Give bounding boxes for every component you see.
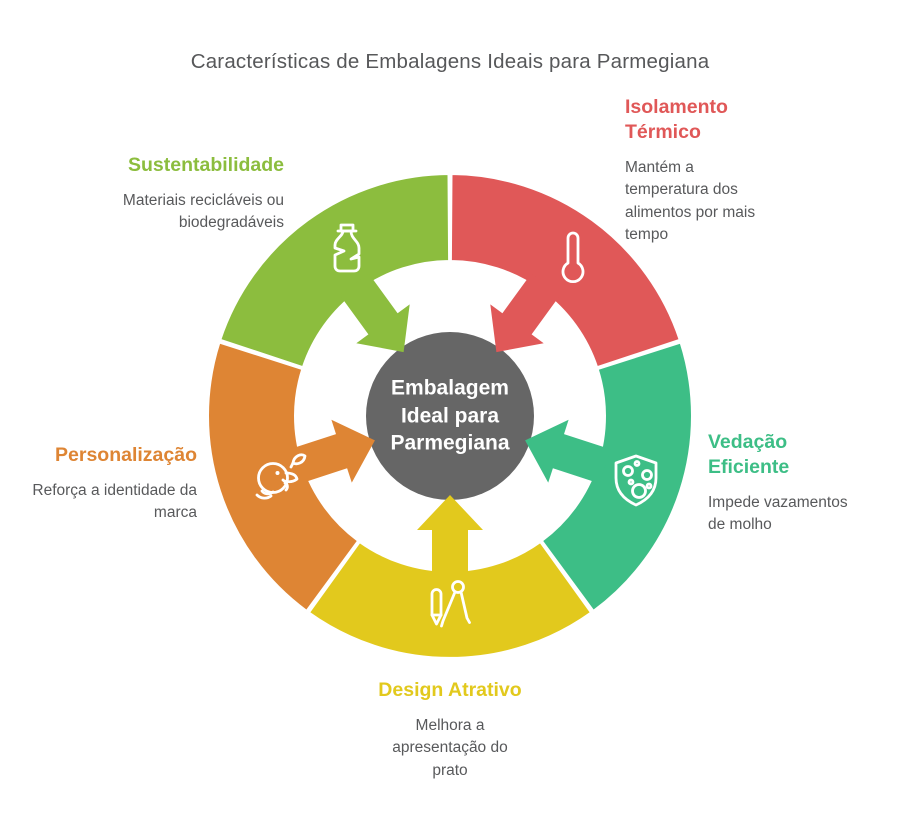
- arrow-design-atrativo: [417, 495, 483, 579]
- drafting-compass-icon: [430, 580, 471, 628]
- arrow-personalizacao: [289, 419, 375, 484]
- segment-design-atrativo: [307, 540, 593, 659]
- segment-title: Isolamento Térmico: [625, 96, 728, 143]
- center-circle: [366, 332, 534, 500]
- segment-title: Sustentabilidade: [127, 154, 284, 176]
- label-block-design-atrativo: Design Atrativo Melhora a apresentação d…: [375, 678, 525, 782]
- diagram-title: Características de Embalagens Ideais par…: [190, 50, 710, 73]
- shield-seal-icon: [614, 454, 658, 507]
- segment-personalizacao: [207, 341, 360, 613]
- recycled-bottle-icon: [333, 223, 361, 273]
- label-block-personalizacao: Personalização Reforça a identidade da m…: [32, 443, 197, 525]
- arrows-layer: [289, 273, 611, 579]
- segment-title: Personalização: [55, 444, 197, 466]
- arrow-sustentabilidade: [339, 273, 410, 353]
- thermometer-icon: [561, 231, 585, 284]
- segments-layer: [207, 172, 693, 659]
- arrow-isolamento-termico: [490, 273, 561, 353]
- segment-description: Reforça a identidade da marca: [32, 481, 197, 522]
- label-block-isolamento-termico: Isolamento Térmico Mantém a temperatura …: [625, 95, 775, 247]
- segment-title: Design Atrativo: [378, 679, 522, 701]
- segment-description: Materiais recicláveis ou biodegradáveis: [122, 191, 284, 232]
- bird-mascot-icon: [255, 453, 307, 500]
- segment-description: Melhora a apresentação do prato: [392, 716, 508, 779]
- arrow-vedacao-eficiente: [525, 419, 611, 484]
- center-label: Embalagem Ideal para Parmegiana: [390, 376, 510, 455]
- segment-sustentabilidade: [219, 172, 451, 369]
- label-block-sustentabilidade: Sustentabilidade Materiais recicláveis o…: [119, 153, 284, 235]
- segment-description: Mantém a temperatura dos alimentos por m…: [625, 158, 756, 244]
- segment-isolamento-termico: [449, 172, 681, 369]
- label-block-vedacao-eficiente: Vedação Eficiente Impede vazamentos de m…: [708, 430, 858, 537]
- segment-title: Vedação Eficiente: [708, 431, 790, 478]
- segment-description: Impede vazamentos de molho: [708, 493, 848, 534]
